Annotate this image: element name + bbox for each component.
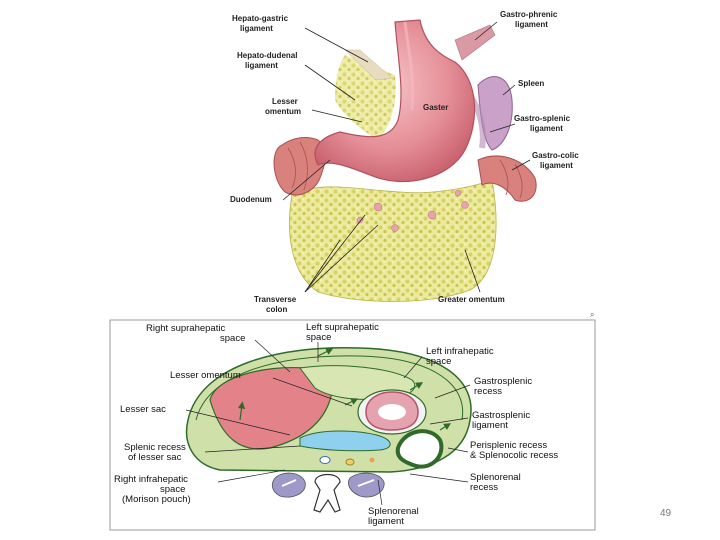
label-gastro-phrenic: Gastro-phrenic ligament [500,10,560,29]
label-right-infrahepatic: Right infrahepatic space (Morison pouch) [114,474,191,505]
vessel-aorta [345,458,355,466]
left-kidney [348,472,385,498]
label-perisplenic-recess: Perisplenic recess & Splenocolic recess [470,440,558,461]
top-leader-lines [282,21,531,293]
label-hepato-duodenal: Hepato-dudenal ligament [237,51,300,70]
label-right-suprahepatic: Right suprahepatic space [146,323,245,344]
label-splenic-recess: Splenic recess of lesser sac [124,442,188,463]
label-splenorenal-ligament: Splenorenal ligament [368,506,421,527]
label-left-suprahepatic: Left suprahepatic space [306,322,382,343]
omentum-vessels [356,189,469,232]
label-hepato-gastric: Hepato-gastric ligament [232,14,290,33]
label-gastro-splenic: Gastro-splenic ligament [514,114,572,133]
stomach [314,19,476,183]
label-gastrosplenic-recess: Gastrosplenic recess [474,376,535,397]
label-spleen: Spleen [518,79,544,88]
duodenum [273,137,326,196]
bottom-cross-section: ⌕ [109,310,596,531]
label-gastro-colic: Gastro-colic ligament [532,151,581,170]
label-gastrosplenic-ligament: Gastrosplenic ligament [472,410,533,431]
greater-omentum [289,179,497,302]
vessel-ivc [319,456,331,464]
gastro-phrenic-ligament [454,24,496,61]
label-transverse-colon: Transverse colon [254,295,299,314]
vessel-small [369,457,375,463]
label-duodenum: Duodenum [230,195,272,204]
top-illustration: Hepato-gastric ligament Hepato-dudenal l… [228,0,581,320]
corner-mark-icon: ⌕ [590,310,594,319]
label-lesser-omentum-bottom: Lesser omentum [170,370,241,381]
vertebra [313,473,341,513]
lesser-sac [299,430,391,452]
spleen-section [395,429,444,469]
label-lesser-sac: Lesser sac [120,404,166,415]
label-gaster: Gaster [423,103,448,112]
label-lesser-omentum-top: Lesser omentum [265,97,301,116]
label-left-infrahepatic: Left infrahepatic space [426,346,496,367]
hepato-gastric-ligament-fibers [344,49,393,81]
page-number: 49 [660,508,672,519]
label-greater-omentum: Greater omentum [438,295,505,304]
label-splenorenal-recess: Splenorenal recess [470,472,523,493]
right-kidney [271,472,306,498]
bottom-leader-lines [185,339,471,506]
